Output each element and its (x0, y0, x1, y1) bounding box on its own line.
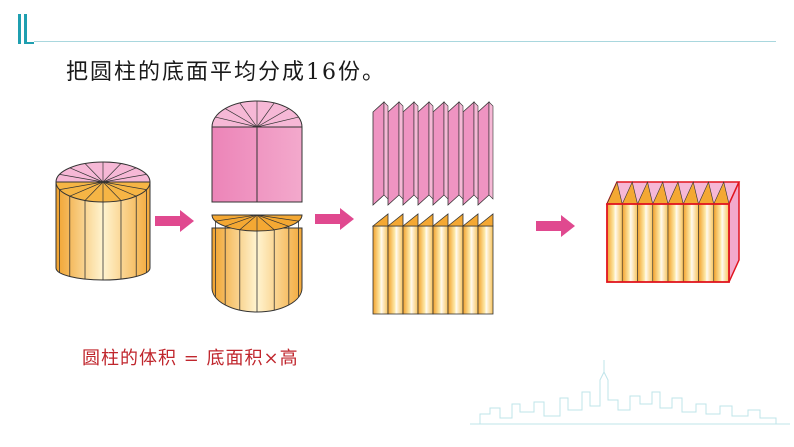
arrow-1-icon (155, 210, 194, 232)
title-bar-icon (18, 14, 34, 44)
cylinder-body-strips (59, 186, 147, 280)
gold-sector-line (239, 214, 258, 231)
cylinder-sector-line (102, 181, 122, 201)
pink-sector-line (256, 108, 289, 128)
cuboid-front-outline (606, 203, 730, 283)
gold-sector-line (225, 214, 258, 227)
cylinder-sector-line (102, 167, 137, 183)
gold-wedge-top (401, 213, 419, 227)
gold-wedge-top (386, 213, 404, 227)
gold-sector-line (256, 214, 275, 231)
cylinder-sector-line (84, 181, 104, 201)
pink-sector-line (215, 116, 258, 128)
full-cylinder (55, 161, 151, 281)
gold-wedge-top (446, 213, 464, 227)
pink-half-cylinder (211, 100, 303, 203)
gold-sector-line (256, 214, 289, 227)
page-title: 把圆柱的底面平均分成16份。 (66, 60, 386, 85)
cylinder-sector-line (102, 174, 147, 183)
pink-wedge-edge (443, 101, 449, 200)
gold-wedge-top (431, 213, 449, 227)
cylinder-sector-line (84, 163, 104, 183)
gold-half-sectors (215, 214, 299, 231)
pink-half-sectors (215, 101, 299, 128)
gold-half-strips (215, 221, 299, 312)
gold-sector-line (215, 214, 258, 222)
pink-sector-line (239, 102, 258, 128)
gold-wedge-top (416, 213, 434, 227)
gold-wedge-top (476, 213, 494, 227)
pink-wedge-edge (473, 101, 479, 200)
cylinder-sector-line (102, 163, 122, 183)
pink-wedge-edge (458, 101, 464, 200)
pink-wedge-edge (413, 101, 419, 200)
gold-wedge-top (461, 213, 479, 227)
pink-wedge-edge (383, 101, 389, 200)
cylinder-sector-line (102, 181, 137, 197)
pink-sector-line (256, 102, 275, 128)
pink-sector-line (256, 116, 299, 128)
cylinder-sector-line (102, 181, 147, 190)
arrow-2-icon (315, 208, 354, 230)
cylinder-sector-line (59, 174, 104, 183)
pink-wedge-edge (488, 101, 494, 200)
gold-wedge-top (371, 213, 389, 227)
gold-sector-line (256, 214, 299, 222)
gold-half-cylinder (211, 214, 303, 313)
cylinder-sector-line (69, 181, 104, 197)
cylinder-top-sectors (56, 162, 150, 202)
volume-formula: 圆柱的体积 = 底面积×高 (82, 348, 299, 369)
pink-wedge-edge (398, 101, 404, 200)
pink-sector-line (225, 108, 258, 128)
header-rule (34, 41, 776, 42)
arrow-3-icon (536, 215, 575, 237)
gold-wedges-fanned (371, 213, 494, 315)
cylinder-sector-line (69, 167, 104, 183)
pink-wedge-edge (428, 101, 434, 200)
approximate-cuboid (605, 181, 741, 283)
pink-wedges-fanned (372, 101, 494, 206)
cylinder-sector-line (59, 181, 104, 190)
